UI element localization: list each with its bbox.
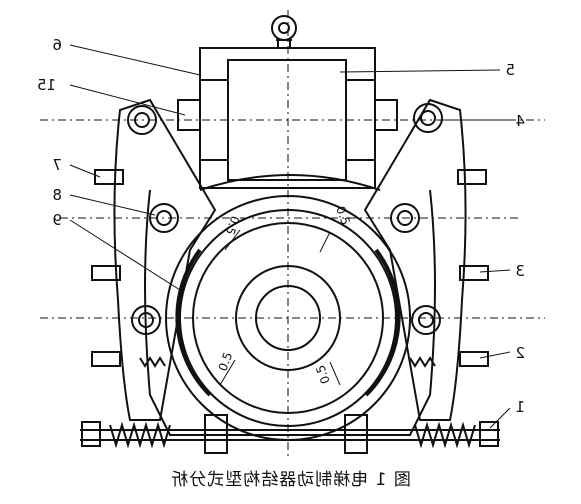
lifting-eye: [271, 15, 297, 48]
callout-6: 6: [52, 36, 62, 54]
clearance-lower-left: 0.5: [216, 350, 236, 373]
clearance-upper-right: 0.5: [333, 204, 353, 227]
center-lines: [40, 10, 545, 460]
side-bolts: [91, 169, 489, 367]
callout-4: 4: [515, 112, 525, 130]
brake-frame: [144, 174, 436, 436]
figure-caption: 图 1 电梯制动器结构型式分析: [170, 470, 411, 490]
left-brake-arm: [113, 98, 217, 421]
callout-9: 9: [52, 211, 62, 229]
callout-5: 5: [505, 61, 515, 79]
callout-15: 15: [37, 76, 56, 94]
callout-leaders: [69, 44, 511, 429]
right-brake-arm: [363, 98, 467, 421]
inner-springs: [139, 356, 436, 368]
clearance-upper-left: 0.5: [223, 214, 243, 237]
clearance-labels: 0.5 0.5 0.5 0.5: [216, 204, 353, 386]
callout-8: 8: [52, 186, 62, 204]
callout-7: 7: [52, 156, 62, 174]
spring-rod-assembly: [80, 414, 500, 454]
callout-1: 1: [515, 398, 525, 416]
callout-2: 2: [515, 344, 525, 362]
callout-labels: 6 15 7 8 9 5 4 3 2 1: [37, 36, 525, 416]
clearance-lower-right: 0.5: [313, 363, 333, 386]
callout-3: 3: [515, 262, 525, 280]
